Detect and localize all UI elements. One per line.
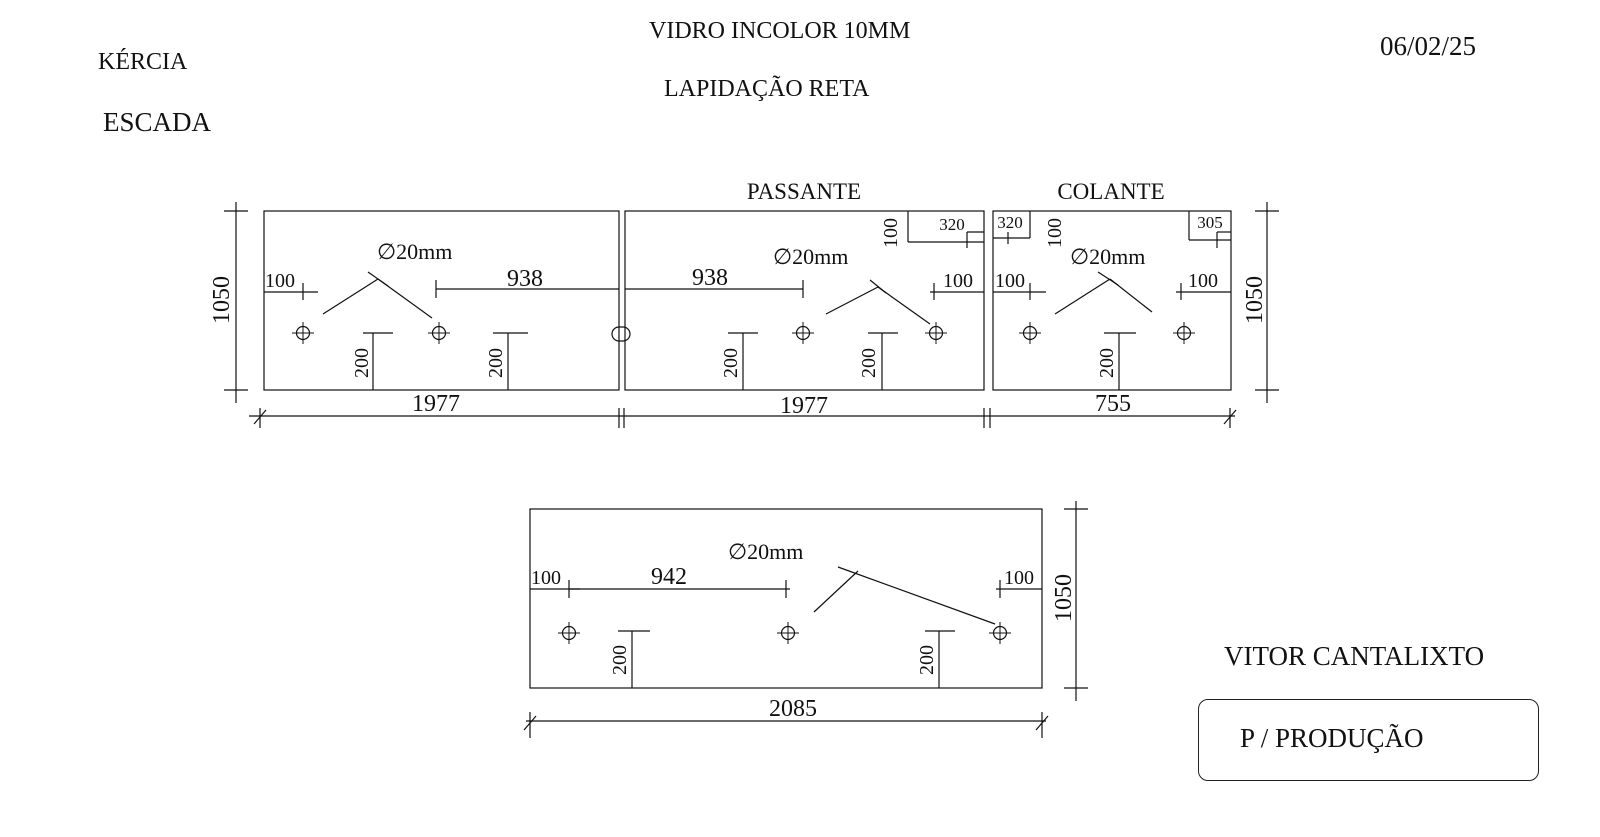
panel-1-offset-left-label: 100: [265, 270, 295, 292]
panel-4-hole-label: ∅20mm: [728, 539, 803, 564]
client-name: KÉRCIA: [98, 49, 188, 75]
panel-2-hole-spacing-label: 938: [692, 265, 728, 291]
panel-2-type-label: PASSANTE: [747, 179, 861, 204]
purpose-box: [1198, 699, 1539, 781]
panel-2-hole-height-2: 200: [858, 348, 880, 378]
panel-2-hole-label: ∅20mm: [773, 244, 848, 269]
panel-2-notch-width: 320: [939, 215, 965, 234]
panel-2-offset-right-label: 100: [943, 270, 973, 292]
hole-marker: [776, 621, 800, 645]
panel-4-width-label: 2085: [769, 696, 817, 722]
finish-spec: LAPIDAÇÃO RETA: [664, 76, 870, 102]
hole-marker: [427, 321, 451, 345]
panel-1-outline: [263, 210, 620, 391]
panel-2-width-label: 1977: [780, 393, 828, 419]
drawing-date: 06/02/25: [1380, 31, 1477, 61]
panel-4-offset-right-label: 100: [1004, 567, 1034, 589]
item-name: ESCADA: [103, 107, 212, 137]
hole-marker: [988, 621, 1012, 645]
panel-4-hole-spacing-label: 942: [651, 564, 687, 590]
panel-2-hole-height-1: 200: [720, 348, 742, 378]
author-name: VITOR CANTALIXTO: [1224, 641, 1485, 671]
hole-marker: [924, 321, 948, 345]
panel-3-height-label: 1050: [1242, 276, 1268, 324]
panel-1-hole-label: ∅20mm: [377, 239, 452, 264]
material-spec: VIDRO INCOLOR 10MM: [649, 18, 911, 44]
hole-marker: [291, 321, 315, 345]
panel-4-outline: [529, 508, 1043, 689]
panel-3-notch-left-height: 100: [1044, 218, 1066, 248]
panel-4-hole-height-1: 200: [609, 645, 631, 675]
panel-1-height-label: 1050: [209, 276, 235, 324]
panel-4-offset-left-label: 100: [531, 567, 561, 589]
panel-1-hole-height-1: 200: [351, 348, 373, 378]
panel-3-offset-right-label: 100: [1188, 270, 1218, 292]
panel-3-notch-left-width: 320: [997, 213, 1023, 232]
panel-3-notch-right-width: 305: [1197, 213, 1223, 232]
panel-2-notch-height: 100: [880, 218, 902, 248]
panel-4-height-label: 1050: [1051, 574, 1077, 622]
panel-4-hole-height-2: 200: [916, 645, 938, 675]
hole-marker: [791, 321, 815, 345]
purpose-label: P / PRODUÇÃO: [1240, 723, 1424, 753]
hole-marker: [1018, 321, 1042, 345]
panel-1-hole-spacing-label: 938: [507, 266, 543, 292]
panel-3-offset-left-label: 100: [995, 270, 1025, 292]
panel-3-hole-height: 200: [1096, 348, 1118, 378]
panel-2-outline: [624, 210, 985, 391]
panel-3-hole-label: ∅20mm: [1070, 244, 1145, 269]
panel-3-width-label: 755: [1095, 391, 1131, 417]
panel-3-type-label: COLANTE: [1057, 179, 1164, 204]
hole-marker: [1172, 321, 1196, 345]
hole-marker: [557, 621, 581, 645]
panel-1-hole-height-2: 200: [485, 348, 507, 378]
panel-1-width-label: 1977: [412, 391, 460, 417]
panel-3-outline: [992, 210, 1232, 391]
